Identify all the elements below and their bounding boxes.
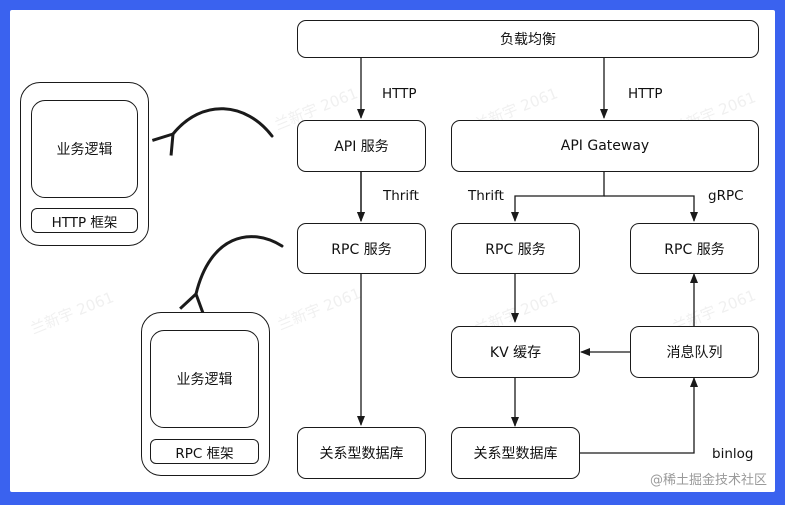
- rpc-stack-logic: 业务逻辑: [150, 330, 259, 428]
- curved-arrow-top: [151, 107, 274, 156]
- curved-arrow-bottom: [179, 235, 284, 315]
- credit-text: @稀土掘金技术社区: [649, 473, 767, 488]
- edge-label-http-left: HTTP: [382, 86, 417, 102]
- kv-cache-node: KV 缓存: [451, 326, 580, 378]
- rpc-stack: 业务逻辑 RPC 框架: [141, 312, 270, 476]
- arrow-gateway-to-rpc-right: [604, 195, 698, 222]
- arrow-gateway-to-rpc-mid: [511, 172, 605, 222]
- rpc-service-right-node: RPC 服务: [630, 223, 759, 274]
- http-stack-logic: 业务逻辑: [31, 100, 138, 198]
- load-balancer-node: 负载均衡: [297, 20, 759, 58]
- arrow-rdb-to-mq: [580, 377, 698, 454]
- message-queue-node: 消息队列: [630, 326, 759, 378]
- rpc-service-mid-node: RPC 服务: [451, 223, 580, 274]
- http-stack: 业务逻辑 HTTP 框架: [20, 82, 149, 246]
- edge-label-http-right: HTTP: [628, 86, 663, 102]
- edge-label-grpc: gRPC: [708, 188, 744, 204]
- edge-label-binlog: binlog: [712, 446, 754, 462]
- edge-label-thrift-mid: Thrift: [468, 188, 504, 204]
- connector-layer: [151, 58, 698, 454]
- api-service-node: API 服务: [297, 120, 426, 172]
- relational-db-left-node: 关系型数据库: [297, 427, 426, 479]
- edge-label-thrift-left: Thrift: [383, 188, 419, 204]
- rpc-stack-framework: RPC 框架: [150, 439, 259, 464]
- diagram-canvas: 兰新宇 2061 兰新宇 2061 兰新宇 2061 兰新宇 2061 兰新宇 …: [10, 10, 775, 492]
- http-stack-framework: HTTP 框架: [31, 208, 138, 233]
- rpc-service-left-node: RPC 服务: [297, 223, 426, 274]
- relational-db-mid-node: 关系型数据库: [451, 427, 580, 479]
- api-gateway-node: API Gateway: [451, 120, 759, 172]
